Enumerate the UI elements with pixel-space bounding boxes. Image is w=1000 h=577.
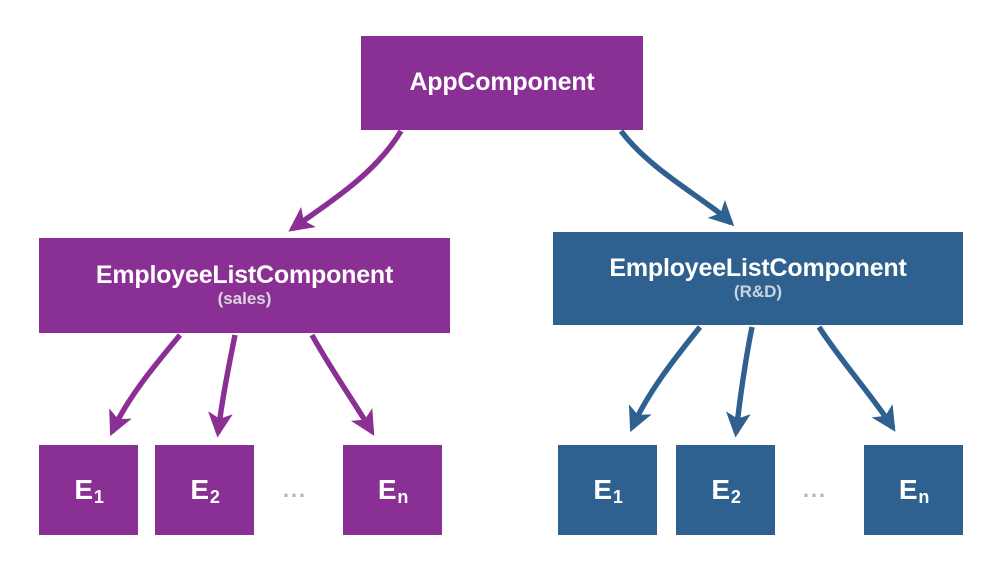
node-employee-sales-1[interactable]: E1: [39, 445, 138, 535]
ellipsis-sales: ...: [282, 477, 308, 502]
node-employee-rnd-2[interactable]: E2: [676, 445, 775, 535]
edge-sales-to-leaf-1: [109, 333, 183, 437]
edge-rnd-to-leaf-2: [725, 326, 755, 438]
employee-index: 2: [209, 486, 220, 507]
employee-letter: E: [190, 473, 209, 505]
node-employee-sales-n-label: En: [377, 473, 409, 507]
edge-sales-to-leaf-n: [309, 333, 375, 436]
edge-sales-to-leaf-2: [208, 334, 238, 438]
node-app-component-label: AppComponent: [409, 68, 595, 97]
node-employee-sales-n[interactable]: En: [343, 445, 442, 535]
node-employee-rnd-n[interactable]: En: [864, 445, 963, 535]
node-employee-list-component-rnd-label: EmployeeListComponent: [609, 253, 907, 282]
node-employee-sales-2[interactable]: E2: [155, 445, 254, 535]
employee-letter: E: [898, 473, 918, 505]
node-employee-rnd-1-label: E1: [593, 473, 623, 507]
edge-rnd-to-leaf-1: [628, 325, 703, 433]
employee-index: 1: [612, 486, 623, 507]
employee-index: 1: [93, 486, 104, 507]
employee-letter: E: [711, 473, 730, 505]
node-employee-sales-2-label: E2: [190, 473, 220, 507]
node-employee-sales-1-label: E1: [74, 473, 104, 507]
node-app-component[interactable]: AppComponent: [361, 36, 643, 130]
employee-letter: E: [74, 473, 93, 505]
node-employee-list-component-rnd[interactable]: EmployeeListComponent (R&D): [553, 232, 963, 325]
employee-index: 2: [730, 486, 741, 507]
node-employee-rnd-1[interactable]: E1: [558, 445, 657, 535]
edge-rnd-to-leaf-n: [816, 325, 896, 432]
ellipsis-rnd: ...: [802, 477, 828, 502]
node-employee-list-component-rnd-sublabel: (R&D): [733, 282, 783, 302]
node-employee-rnd-n-label: En: [898, 473, 930, 507]
node-employee-list-component-sales[interactable]: EmployeeListComponent (sales): [39, 238, 450, 333]
employee-index: n: [918, 486, 930, 507]
node-employee-list-component-sales-label: EmployeeListComponent: [95, 260, 394, 289]
edge-root-to-rnd: [618, 129, 735, 227]
edge-root-to-sales: [288, 129, 404, 232]
employee-letter: E: [593, 473, 612, 505]
node-employee-rnd-2-label: E2: [711, 473, 741, 507]
employee-letter: E: [377, 473, 397, 505]
employee-index: n: [397, 486, 409, 507]
node-employee-list-component-sales-sublabel: (sales): [217, 289, 272, 309]
